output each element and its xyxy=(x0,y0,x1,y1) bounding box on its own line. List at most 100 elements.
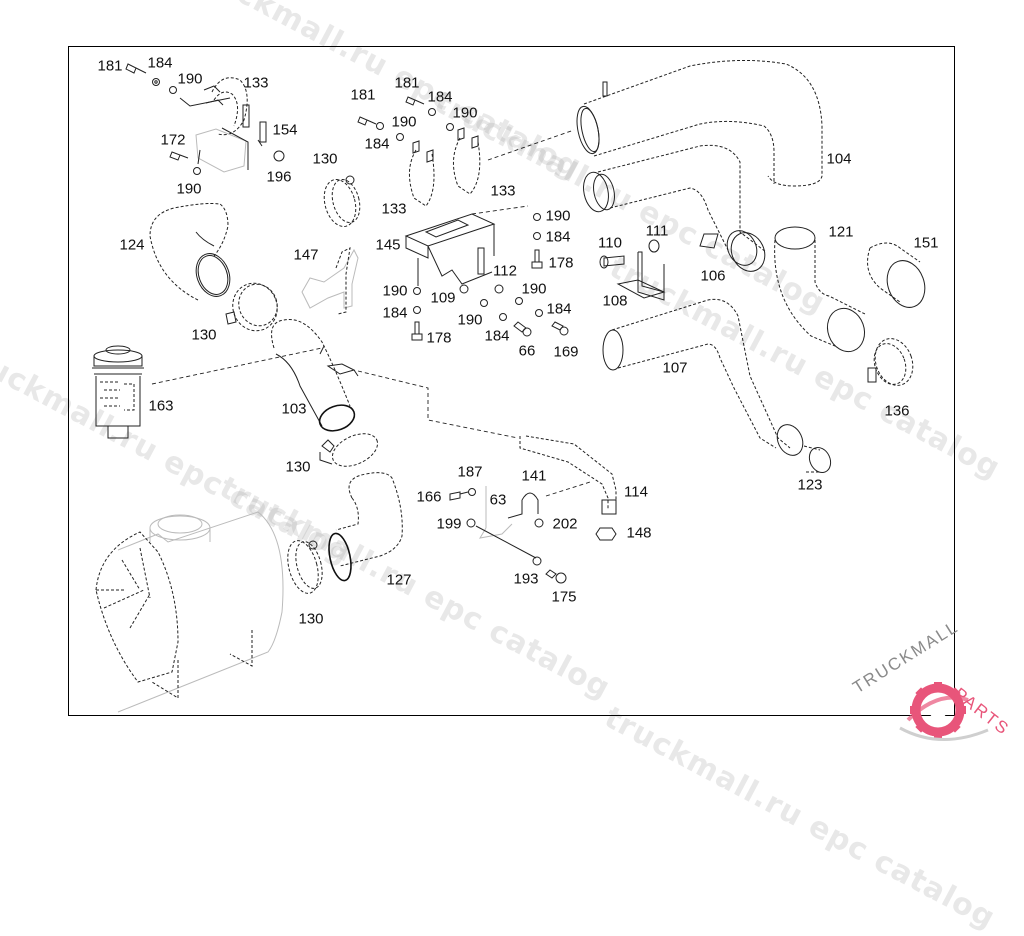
bolt-icon xyxy=(169,151,189,161)
bolt-icon xyxy=(405,96,425,106)
leader-line xyxy=(151,347,323,385)
parts-drawing xyxy=(92,59,926,713)
nut-icon xyxy=(494,284,504,294)
washer-icon xyxy=(193,167,201,175)
pipe-clamp-icon xyxy=(453,127,481,195)
part-label-133[interactable]: 133 xyxy=(381,200,407,218)
part-label-184[interactable]: 184 xyxy=(147,54,173,72)
part-label-181[interactable]: 181 xyxy=(394,74,420,92)
part-label-147[interactable]: 147 xyxy=(293,246,319,264)
strap-icon xyxy=(257,121,267,147)
part-label-106[interactable]: 106 xyxy=(700,267,726,285)
part-label-112[interactable]: 112 xyxy=(493,262,517,280)
part-label-63[interactable]: 63 xyxy=(489,491,507,509)
part-label-133[interactable]: 133 xyxy=(490,182,516,200)
part-label-130[interactable]: 130 xyxy=(285,458,311,476)
part-label-178[interactable]: 178 xyxy=(548,254,574,272)
part-label-130[interactable]: 130 xyxy=(298,610,324,628)
part-label-172[interactable]: 172 xyxy=(160,131,186,149)
part-label-151[interactable]: 151 xyxy=(913,234,939,252)
part-label-130[interactable]: 130 xyxy=(191,326,217,344)
bolt-icon xyxy=(449,491,469,501)
part-label-154[interactable]: 154 xyxy=(272,121,298,139)
washer-icon xyxy=(413,306,421,314)
part-label-127[interactable]: 127 xyxy=(386,571,412,589)
part-label-190[interactable]: 190 xyxy=(391,113,417,131)
part-label-190[interactable]: 190 xyxy=(457,311,483,329)
part-label-184[interactable]: 184 xyxy=(382,304,408,322)
nut-icon xyxy=(446,123,454,131)
part-label-190[interactable]: 190 xyxy=(545,207,571,225)
nut-icon xyxy=(534,518,544,528)
part-label-190[interactable]: 190 xyxy=(521,280,547,298)
part-label-184[interactable]: 184 xyxy=(427,88,453,106)
leader-line xyxy=(545,481,591,497)
pipe-clamp-icon xyxy=(203,77,250,136)
part-label-184[interactable]: 184 xyxy=(484,327,510,345)
part-label-181[interactable]: 181 xyxy=(97,57,123,75)
part-label-148[interactable]: 148 xyxy=(626,524,652,542)
bolt-icon xyxy=(545,569,567,584)
hose-icon xyxy=(271,318,359,432)
part-label-202[interactable]: 202 xyxy=(552,515,578,533)
bolt-icon xyxy=(125,63,147,74)
part-label-166[interactable]: 166 xyxy=(416,488,442,506)
part-label-193[interactable]: 193 xyxy=(513,570,539,588)
part-label-145[interactable]: 145 xyxy=(375,236,401,254)
part-label-130[interactable]: 130 xyxy=(312,150,338,168)
nut-icon xyxy=(273,150,285,162)
air-filter-housing-icon xyxy=(95,511,284,713)
part-label-178[interactable]: 178 xyxy=(426,329,452,347)
part-label-190[interactable]: 190 xyxy=(382,282,408,300)
part-label-181[interactable]: 181 xyxy=(350,86,376,104)
part-label-104[interactable]: 104 xyxy=(826,150,852,168)
part-label-196[interactable]: 196 xyxy=(266,168,292,186)
truckmallparts-logo: TRUCKMALL PARTS xyxy=(849,617,1024,750)
part-label-190[interactable]: 190 xyxy=(177,70,203,88)
p-clamp-icon xyxy=(507,492,539,519)
leader-line xyxy=(487,129,575,161)
part-label-141[interactable]: 141 xyxy=(521,467,547,485)
hose-clamp-icon xyxy=(323,175,361,228)
part-label-199[interactable]: 199 xyxy=(436,515,462,533)
part-label-109[interactable]: 109 xyxy=(430,289,456,307)
elbow-hose-icon xyxy=(149,203,231,301)
part-label-108[interactable]: 108 xyxy=(602,292,628,310)
part-label-169[interactable]: 169 xyxy=(553,343,579,361)
hose-clamp-icon xyxy=(287,540,323,594)
gear-logo-icon xyxy=(899,682,989,741)
part-label-133[interactable]: 133 xyxy=(243,74,269,92)
nut-icon xyxy=(466,518,476,528)
part-label-163[interactable]: 163 xyxy=(148,397,174,415)
part-label-103[interactable]: 103 xyxy=(281,400,307,418)
washer-icon xyxy=(535,309,543,317)
nut-icon xyxy=(396,133,404,141)
part-label-175[interactable]: 175 xyxy=(551,588,577,606)
hose-clamp-icon xyxy=(867,338,914,386)
part-label-66[interactable]: 66 xyxy=(518,342,536,360)
part-label-124[interactable]: 124 xyxy=(119,236,145,254)
bolt-icon xyxy=(411,321,423,341)
part-label-190[interactable]: 190 xyxy=(176,180,202,198)
angle-bracket-icon xyxy=(616,251,666,301)
diagram-frame xyxy=(68,46,955,716)
washer-icon xyxy=(376,122,384,130)
part-label-190[interactable]: 190 xyxy=(452,104,478,122)
part-label-111[interactable]: 111 xyxy=(645,222,669,240)
part-label-123[interactable]: 123 xyxy=(797,476,823,494)
nut-icon xyxy=(169,86,177,94)
part-label-184[interactable]: 184 xyxy=(364,135,390,153)
filter-cartridge-icon xyxy=(92,345,144,439)
part-label-136[interactable]: 136 xyxy=(884,402,910,420)
part-label-187[interactable]: 187 xyxy=(457,463,483,481)
part-label-110[interactable]: 110 xyxy=(598,234,622,252)
part-label-114[interactable]: 114 xyxy=(624,483,648,501)
elbow-hose-icon xyxy=(328,472,403,582)
part-label-121[interactable]: 121 xyxy=(828,223,854,241)
part-label-184[interactable]: 184 xyxy=(545,228,571,246)
part-label-107[interactable]: 107 xyxy=(662,359,688,377)
nut-icon xyxy=(413,287,421,295)
nut-icon xyxy=(515,297,523,305)
part-label-184[interactable]: 184 xyxy=(546,300,572,318)
